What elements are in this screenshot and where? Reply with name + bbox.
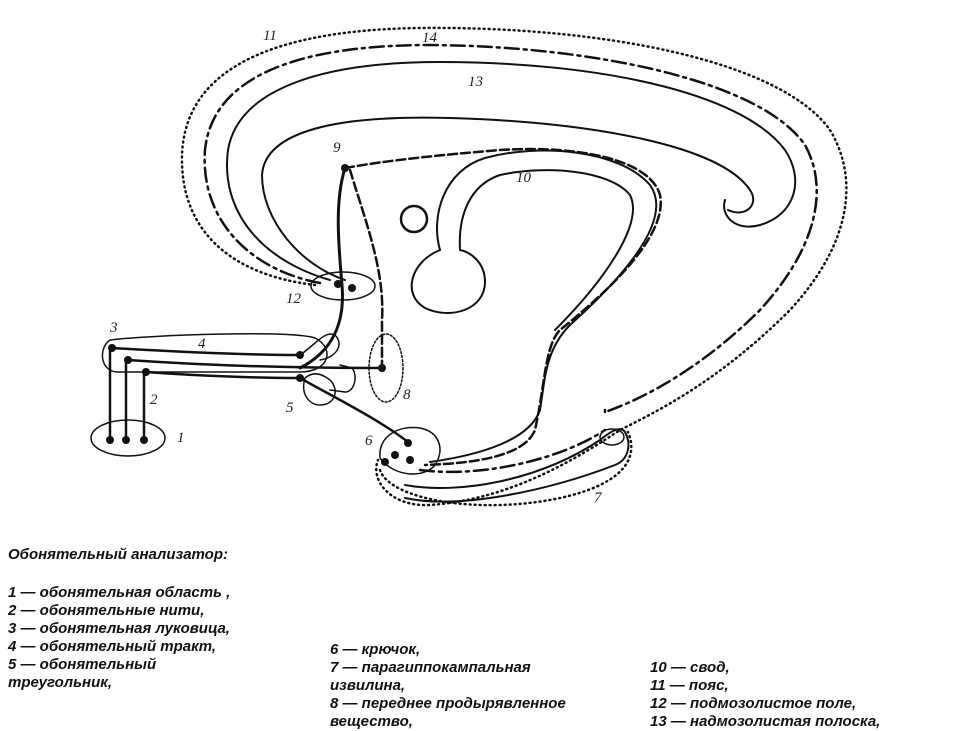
dashed-descending-path <box>348 168 384 370</box>
legend-item: 6 — крючок, <box>330 641 421 658</box>
label-1: 1 <box>177 430 185 446</box>
legend-item: 10 — свод, <box>650 659 730 676</box>
fornix-dashed-path <box>343 147 662 467</box>
parahippocampal-end <box>599 428 625 446</box>
label-13: 13 <box>468 74 483 90</box>
label-3: 3 <box>109 320 118 336</box>
olfactory-analyzer-diagram: 1 2 3 4 5 6 7 8 9 10 11 12 13 14 <box>90 26 848 507</box>
legend-title: Обонятельный анализатор: <box>8 546 228 563</box>
label-2: 2 <box>150 392 158 408</box>
neuron-body <box>106 436 114 444</box>
label-12: 12 <box>286 291 302 307</box>
legend-item: вещество, <box>330 713 413 730</box>
label-14: 14 <box>422 30 438 46</box>
tract-to-uncus <box>298 376 410 444</box>
label-8: 8 <box>403 387 411 403</box>
label-5: 5 <box>286 400 294 416</box>
neuron-body <box>391 451 399 459</box>
legend-column-2: 6 — крючок, 7 — парагиппокампальная изви… <box>330 641 566 731</box>
supracallosal-outer-contour <box>226 61 797 281</box>
neuron-body <box>108 344 116 352</box>
legend-item: треугольник, <box>8 674 113 691</box>
legend-item: 4 — обонятельный тракт, <box>8 638 217 655</box>
tract-branch-upper <box>299 333 340 361</box>
neuron-body <box>341 164 349 172</box>
parahippocampal-gyrus <box>404 428 630 503</box>
label-10: 10 <box>516 170 532 186</box>
parahippocampal-dotted <box>378 430 633 507</box>
neuron-body <box>124 356 132 364</box>
neuron-body <box>140 436 148 444</box>
label-11: 11 <box>263 28 277 44</box>
olfactory-tract-line <box>126 358 380 370</box>
label-4: 4 <box>198 336 206 352</box>
olfactory-area-ellipse <box>90 419 166 457</box>
uncus-contour <box>379 426 441 475</box>
legend-item: 8 — переднее продырявленное <box>330 695 566 712</box>
neuron-body <box>404 439 412 447</box>
legend-column-1: 1 — обонятельная область , 2 — обонятель… <box>8 584 230 692</box>
legend-item: 12 — подмозолистое поле, <box>650 695 857 712</box>
legend-item: 13 — надмозолистая полоска, <box>650 713 881 730</box>
label-7: 7 <box>594 490 603 506</box>
legend-item: извилина, <box>330 677 406 694</box>
legend-item: 3 — обонятельная луковица, <box>8 620 230 637</box>
olfactory-tract-line <box>110 346 302 357</box>
dash-dot-outline <box>203 43 818 414</box>
legend-item: 7 — парагиппокампальная <box>330 659 531 676</box>
legend-column-3: 10 — свод, 11 — пояс, 12 — подмозолистое… <box>650 659 880 731</box>
septum-blob <box>410 249 486 314</box>
parahippocampal-dashed <box>418 428 607 474</box>
neuron-body <box>381 458 389 466</box>
callosum-inner-contour <box>261 116 755 281</box>
neuron-body <box>378 364 386 372</box>
olfactory-bulb-contour <box>101 333 328 373</box>
legend-item: 11 — пояс, <box>650 677 729 694</box>
fornix-inner-contour <box>458 169 634 331</box>
neuron-body <box>122 436 130 444</box>
neuron-body <box>348 284 356 292</box>
fornix-contour <box>429 149 658 463</box>
small-circle <box>399 204 429 234</box>
neuron-body <box>334 280 342 288</box>
legend-item: 2 — обонятельные нити, <box>8 602 205 619</box>
legend-item: 5 — обонятельный <box>8 656 157 673</box>
subcallosal-field-ellipse <box>310 271 376 301</box>
neuron-body <box>296 351 304 359</box>
neuron-body <box>296 374 304 382</box>
olfactory-triangle-tube <box>329 364 356 393</box>
cingulum-dotted-outline <box>180 26 848 507</box>
neuron-body <box>142 368 150 376</box>
olfactory-tract-line <box>144 370 302 380</box>
label-6: 6 <box>365 433 373 449</box>
neuron-body <box>406 456 414 464</box>
label-9: 9 <box>333 140 341 156</box>
legend-item: 1 — обонятельная область , <box>8 584 231 601</box>
